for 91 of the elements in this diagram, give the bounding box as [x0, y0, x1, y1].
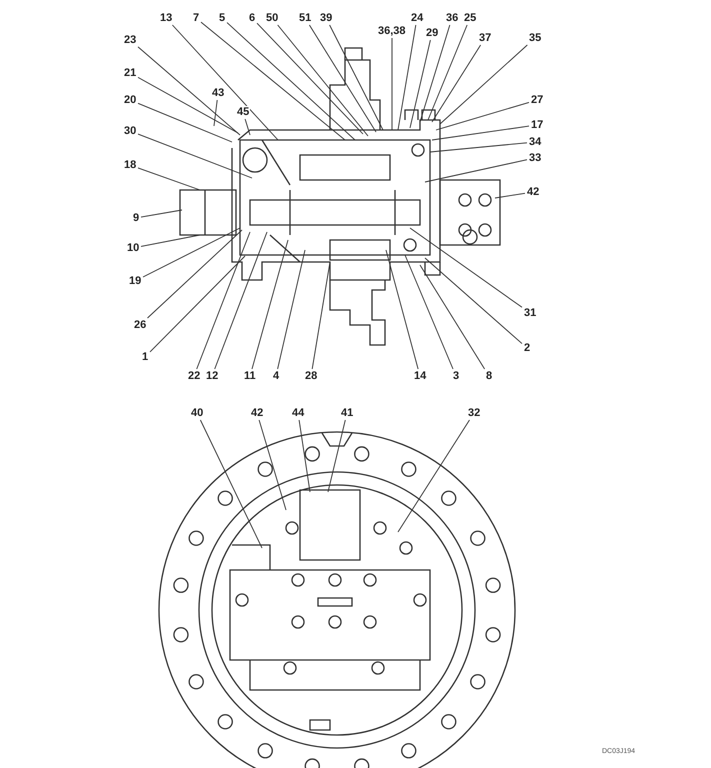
callout-number: 50: [265, 12, 280, 24]
leader-line: [196, 232, 250, 370]
callout-number: 25: [463, 12, 478, 24]
leader-line: [277, 24, 368, 136]
leader-line: [494, 192, 526, 198]
leader-line: [244, 118, 250, 136]
leader-line: [308, 24, 376, 132]
leader-line: [424, 159, 528, 182]
leader-line: [432, 126, 530, 140]
leader-line: [424, 258, 522, 344]
leader-line: [147, 230, 242, 318]
leader-line: [258, 420, 286, 510]
leader-line: [328, 420, 346, 492]
leader-line: [436, 102, 530, 130]
callout-number: 33: [528, 152, 542, 164]
leader-line: [398, 24, 416, 130]
leader-line: [214, 100, 218, 126]
callout-number: 36: [445, 12, 460, 24]
leader-line: [252, 240, 288, 370]
callout-number: 13: [159, 12, 174, 24]
callout-number: 22: [187, 370, 202, 382]
leader-line: [440, 44, 528, 124]
callout-number: 8: [485, 370, 494, 382]
callout-number: 36,38: [377, 25, 407, 37]
leader-line: [172, 24, 278, 140]
callout-number: 20: [123, 94, 138, 106]
callout-number: 27: [530, 94, 544, 106]
leader-line: [420, 24, 450, 122]
leader-line: [138, 167, 200, 190]
callout-number: 40: [190, 407, 204, 419]
callout-number: 5: [218, 12, 226, 24]
callout-number: 14: [413, 370, 428, 382]
leader-line: [398, 420, 470, 532]
callout-number: 7: [192, 12, 200, 24]
leader-line: [432, 44, 482, 122]
callout-number: 30: [123, 125, 138, 137]
callout-number: 41: [340, 407, 354, 419]
callout-number: 32: [467, 407, 482, 419]
callout-number: 6: [248, 12, 256, 24]
callout-number: 11: [243, 370, 257, 382]
leader-line: [404, 254, 454, 370]
leader-line: [312, 262, 330, 370]
callout-number: 23: [123, 34, 138, 46]
callout-number: 34: [528, 136, 542, 148]
callout-number: 51: [298, 12, 312, 24]
callout-number: 2: [523, 342, 532, 354]
callout-number: 21: [123, 67, 138, 79]
leader-line: [410, 228, 522, 308]
leader-line: [428, 24, 468, 120]
callout-number: 9: [132, 212, 140, 224]
leader-line: [298, 420, 310, 492]
leader-line: [329, 24, 384, 130]
callout-number: 17: [530, 119, 544, 131]
leader-line: [140, 210, 182, 218]
callout-number: 39: [319, 12, 334, 24]
leader-line: [256, 22, 364, 134]
callout-number: 3: [452, 370, 460, 382]
callout-number: 29: [425, 27, 440, 39]
callout-number: 1: [141, 351, 150, 363]
leader-line: [226, 22, 356, 140]
leader-line: [410, 40, 431, 128]
leader-line: [142, 228, 240, 278]
leader-line: [200, 420, 262, 548]
leader-line: [430, 142, 528, 152]
callout-number: 37: [478, 32, 492, 44]
leader-line: [138, 46, 240, 136]
callout-number: 26: [133, 319, 148, 331]
callout-number: 31: [523, 307, 538, 319]
callout-number: 42: [250, 407, 264, 419]
leader-line: [420, 264, 486, 370]
callout-number: 35: [528, 32, 542, 44]
callout-number: 24: [410, 12, 424, 24]
callout-number: 45: [236, 106, 250, 118]
callout-number: 4: [272, 370, 280, 382]
leader-line: [386, 250, 419, 370]
leader-line: [138, 102, 232, 142]
callout-number: 43: [211, 87, 226, 99]
leader-line: [214, 232, 268, 370]
callout-number: 44: [291, 407, 306, 419]
callout-number: 12: [205, 370, 220, 382]
leader-line: [140, 234, 200, 247]
leader-line: [138, 76, 238, 134]
leader-line: [138, 134, 252, 178]
leader-line: [277, 250, 306, 370]
callout-number: 18: [123, 159, 138, 171]
callout-number: 28: [304, 370, 318, 382]
callout-number: 42: [526, 186, 540, 198]
leader-line: [200, 22, 346, 140]
callout-number: 10: [126, 242, 140, 254]
callout-number: 19: [128, 275, 142, 287]
leader-line: [150, 256, 246, 352]
